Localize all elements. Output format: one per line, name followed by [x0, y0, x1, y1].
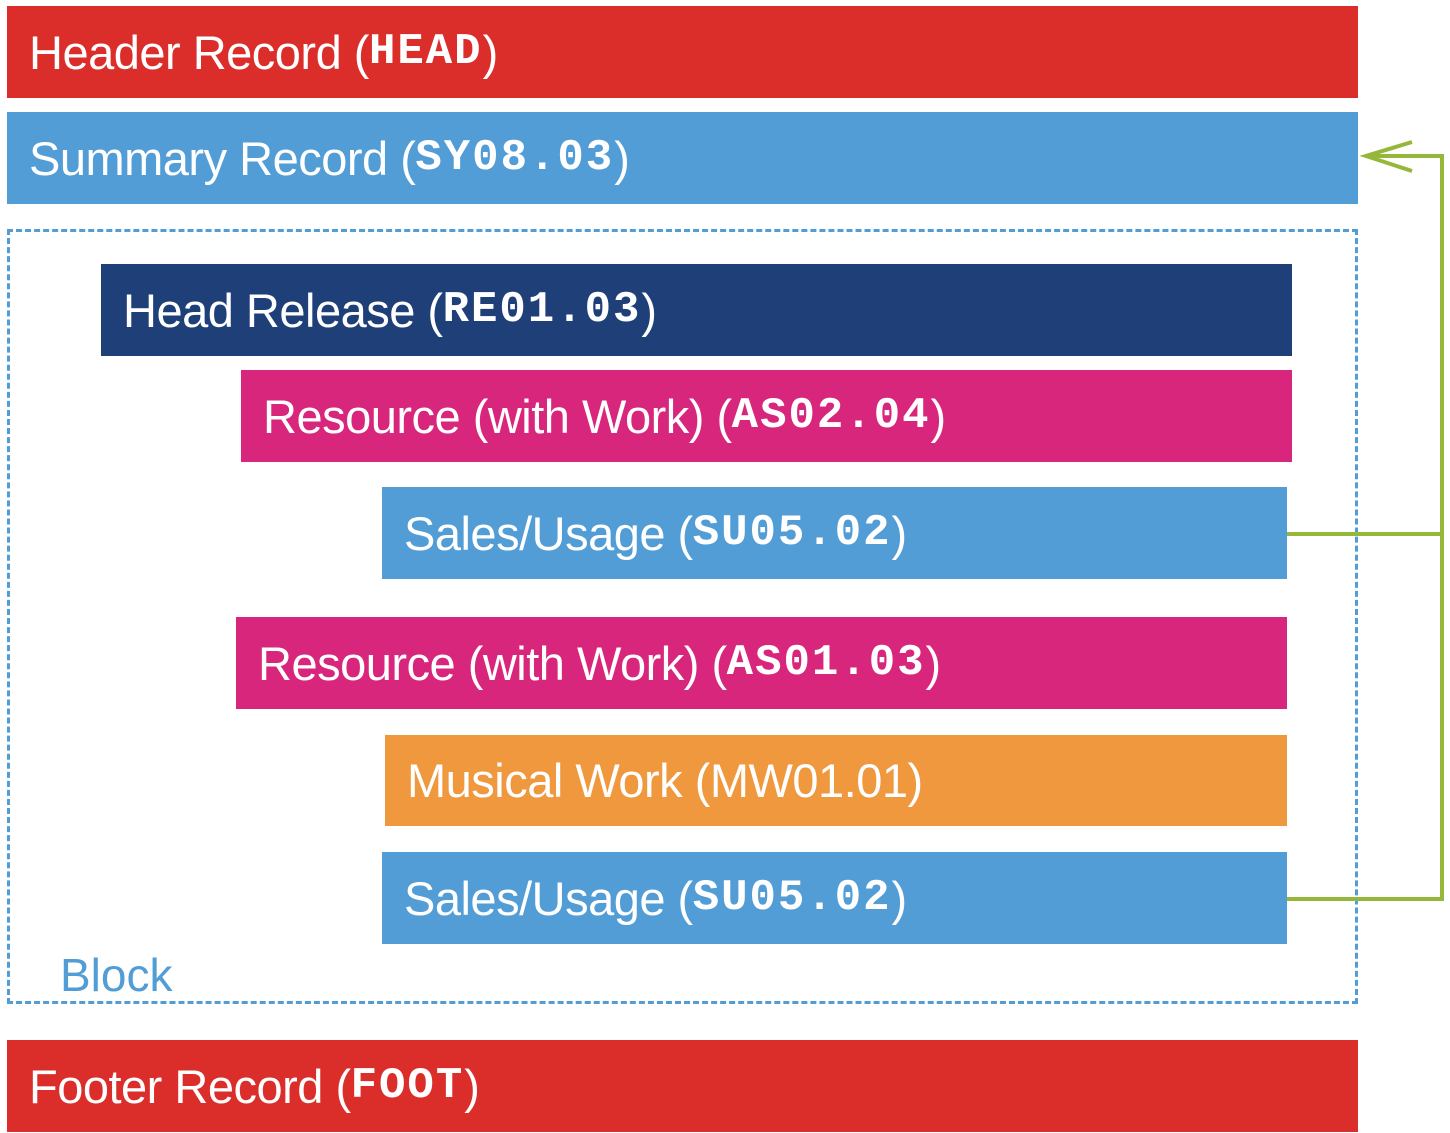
- header-record: Header Record (HEAD): [7, 6, 1358, 98]
- block-label: Block: [60, 949, 173, 1001]
- sales-usage-1-close: ): [891, 506, 908, 560]
- musical-work-label: Musical Work (MW01.01): [407, 754, 923, 807]
- footer-record-code: FOOT: [350, 1061, 465, 1111]
- resource-2-code: AS01.03: [726, 638, 926, 688]
- resource-2-label: Resource (with Work) (: [258, 636, 727, 690]
- resource-1-close: ): [930, 389, 947, 443]
- sales-usage-record-1: Sales/Usage (SU05.02): [382, 487, 1287, 579]
- sales-usage-record-2: Sales/Usage (SU05.02): [382, 852, 1287, 944]
- summary-record-code: SY08.03: [415, 133, 615, 183]
- resource-1-label: Resource (with Work) (: [263, 389, 732, 443]
- head-release-label: Head Release (: [123, 283, 443, 337]
- sales-usage-1-label: Sales/Usage (: [404, 506, 693, 560]
- resource-1-code: AS02.04: [731, 391, 931, 441]
- footer-record-label: Footer Record (: [29, 1059, 351, 1113]
- head-release-record: Head Release (RE01.03): [101, 264, 1292, 356]
- header-record-label: Header Record (: [29, 25, 369, 79]
- head-release-code: RE01.03: [442, 285, 642, 335]
- footer-record: Footer Record (FOOT): [7, 1040, 1358, 1132]
- resource-record-2: Resource (with Work) (AS01.03): [236, 617, 1287, 709]
- musical-work-record: Musical Work (MW01.01): [385, 735, 1287, 826]
- head-release-close: ): [641, 283, 657, 337]
- sales-usage-2-close: ): [891, 871, 908, 925]
- header-record-code: HEAD: [368, 27, 483, 77]
- sales-usage-1-code: SU05.02: [692, 508, 892, 558]
- header-record-close: ): [482, 25, 499, 79]
- summary-record-label: Summary Record (: [29, 131, 416, 185]
- resource-2-close: ): [925, 636, 942, 690]
- resource-record-1: Resource (with Work) (AS02.04): [241, 370, 1292, 462]
- sales-usage-2-label: Sales/Usage (: [404, 871, 693, 925]
- arrowhead-icon: [1359, 140, 1413, 173]
- summary-record-close: ): [614, 131, 630, 185]
- summary-record: Summary Record (SY08.03): [7, 112, 1358, 204]
- footer-record-close: ): [464, 1059, 480, 1113]
- sales-usage-2-code: SU05.02: [692, 873, 892, 923]
